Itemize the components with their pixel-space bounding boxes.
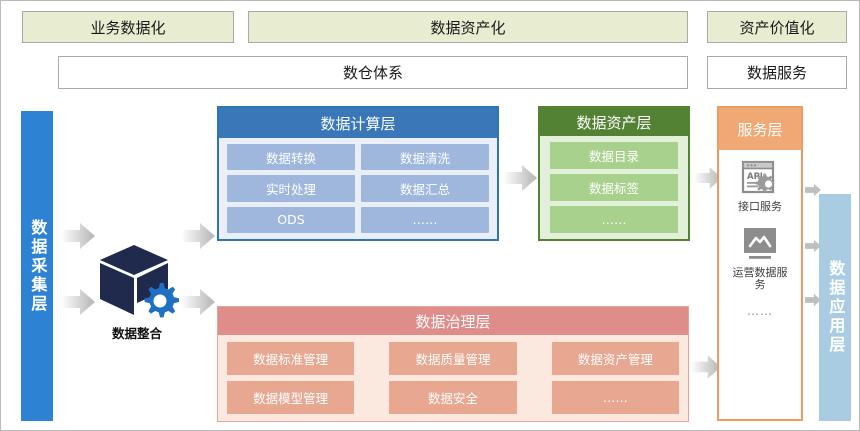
asset-item-more[interactable]: …… xyxy=(550,206,678,233)
sidebar-label: 数据应用层 xyxy=(826,260,846,355)
governance-item-data-quality-mgmt[interactable]: 数据质量管理 xyxy=(389,342,517,375)
governance-row: 数据模型管理 数据安全 …… xyxy=(227,381,679,414)
svg-text:API: API xyxy=(747,172,763,182)
service-more-dots: …… xyxy=(747,303,773,318)
arrow-collection-to-integration-bottom xyxy=(61,289,95,315)
governance-item-data-security[interactable]: 数据安全 xyxy=(389,381,517,414)
banner-label: 资产价值化 xyxy=(739,18,815,37)
panel-governance-title: 数据治理层 xyxy=(218,307,688,335)
monitor-chart-icon xyxy=(744,227,776,259)
compute-item-data-cleaning[interactable]: 数据清洗 xyxy=(361,144,489,171)
panel-asset-title: 数据资产层 xyxy=(540,108,688,136)
panel-asset-layer: 数据资产层 数据目录 数据标签 …… xyxy=(538,106,690,241)
banner-label: 数据资产化 xyxy=(430,18,506,37)
subbanner-data-service: 数据服务 xyxy=(707,56,847,89)
banner-data-assetization: 数据资产化 xyxy=(248,11,688,43)
compute-item-more[interactable]: …… xyxy=(361,206,489,233)
subbanner-label: 数据服务 xyxy=(746,64,807,82)
api-window-icon: API xyxy=(741,160,775,194)
arrow-governance-to-service xyxy=(691,355,721,379)
asset-item-data-tags[interactable]: 数据标签 xyxy=(550,174,678,201)
arrow-integration-to-compute xyxy=(181,223,215,249)
banner-business-datafication: 业务数据化 xyxy=(22,11,234,43)
sidebar-data-application-layer: 数据应用层 xyxy=(819,194,851,421)
panel-asset-body: 数据目录 数据标签 …… xyxy=(540,136,688,239)
panel-service-layer: 服务层 API 接口服务 xyxy=(717,106,803,421)
asset-item-data-catalog[interactable]: 数据目录 xyxy=(550,142,678,169)
compute-item-data-transform[interactable]: 数据转换 xyxy=(227,144,355,171)
panel-governance-body: 数据标准管理 数据质量管理 数据资产管理 数据模型管理 数据安全 …… xyxy=(218,335,688,421)
service-item-api[interactable]: API 接口服务 xyxy=(738,158,782,214)
compute-item-data-aggregation[interactable]: 数据汇总 xyxy=(361,175,489,202)
governance-item-more[interactable]: …… xyxy=(551,381,679,414)
gear-icon xyxy=(144,283,179,318)
panel-compute-title: 数据计算层 xyxy=(219,108,497,138)
banner-asset-valuation: 资产价值化 xyxy=(707,11,847,43)
cube-icon xyxy=(100,245,168,315)
arrow-service-to-application-1 xyxy=(805,183,821,197)
sidebar-data-collection-layer: 数据采集层 xyxy=(21,111,53,421)
arrow-compute-to-asset xyxy=(503,165,537,191)
governance-row: 数据标准管理 数据质量管理 数据资产管理 xyxy=(227,342,679,375)
arrow-collection-to-integration-top xyxy=(61,223,95,249)
integration-label: 数据整合 xyxy=(111,326,162,341)
service-item-label: 运营数据服务 xyxy=(732,265,788,292)
subbanner-label: 数仓体系 xyxy=(342,64,403,82)
panel-service-title: 服务层 xyxy=(719,108,801,150)
compute-item-realtime-processing[interactable]: 实时处理 xyxy=(227,175,355,202)
panel-governance-layer: 数据治理层 数据标准管理 数据质量管理 数据资产管理 数据模型管理 数据安全 …… xyxy=(217,306,689,422)
compute-row: 实时处理 数据汇总 xyxy=(227,175,489,202)
arrow-integration-to-governance xyxy=(181,289,215,315)
panel-compute-body: 数据转换 数据清洗 实时处理 数据汇总 ODS …… xyxy=(219,138,497,239)
compute-row: ODS …… xyxy=(227,206,489,233)
compute-row: 数据转换 数据清洗 xyxy=(227,144,489,171)
subbanner-warehouse-system: 数仓体系 xyxy=(58,56,688,89)
panel-compute-layer: 数据计算层 数据转换 数据清洗 实时处理 数据汇总 ODS …… xyxy=(217,106,499,241)
arrow-service-to-application-3 xyxy=(805,293,821,307)
banner-label: 业务数据化 xyxy=(90,18,166,37)
governance-item-data-model-mgmt[interactable]: 数据模型管理 xyxy=(227,381,355,414)
service-item-label: 接口服务 xyxy=(738,200,782,213)
governance-item-data-asset-mgmt[interactable]: 数据资产管理 xyxy=(551,342,679,375)
panel-service-body: API 接口服务 运营数据服务 …… xyxy=(719,150,801,419)
sidebar-label: 数据采集层 xyxy=(28,218,48,314)
compute-item-ods[interactable]: ODS xyxy=(227,206,355,233)
service-item-operations-data[interactable]: 运营数据服务 xyxy=(730,226,790,292)
arrow-service-to-application-2 xyxy=(805,239,821,253)
governance-item-data-standard-mgmt[interactable]: 数据标准管理 xyxy=(227,342,355,375)
arrow-asset-to-service xyxy=(694,167,722,189)
